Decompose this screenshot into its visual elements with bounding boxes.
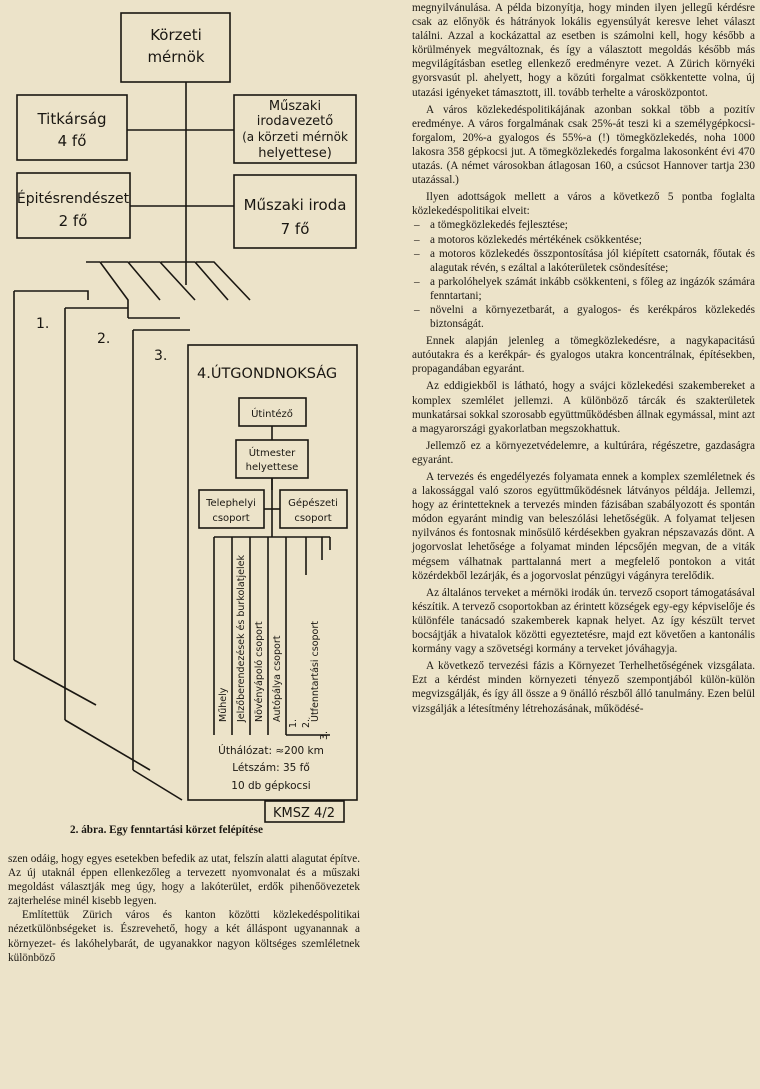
irodavezeto-line-2: irodavezető (257, 114, 333, 129)
utintezo-label: Útintéző (251, 407, 293, 420)
paragraph: A tervezés és engedélyezés folyamata enn… (412, 471, 755, 582)
paragraph: megnyilvánulása. A példa bizonyítja, hog… (412, 2, 755, 99)
titkarsag-label: Titkárság (36, 110, 106, 128)
stat-uthalozat: Úthálózat: ≈200 km (218, 744, 324, 757)
muszaki-iroda-count: 7 fő (281, 220, 310, 238)
page-number-2: 2. (97, 331, 110, 347)
left-column: szen odáig, hogy egyes esetekben befedik… (8, 852, 360, 965)
list-item: a parkolóhelyek számát inkább csökkenten… (412, 275, 755, 303)
paragraph: A következő tervezési fázis a Környezet … (412, 660, 755, 715)
gepeszeti-label-2: csoport (294, 513, 331, 524)
titkarsag-count: 4 fő (58, 132, 87, 150)
paragraph: Ennek alapján jelenleg a tömegközlekedés… (412, 335, 755, 376)
paragraph: Az általános terveket a mérnöki irodák ú… (412, 586, 755, 656)
page-number-1: 1. (36, 316, 49, 332)
vertical-jelzoberendezesek: Jelzőberendezések és burkolatjelek (236, 555, 247, 723)
principles-list: a tömegközlekedés fejlesztése; a motoros… (412, 218, 755, 331)
page-number-3: 3. (154, 348, 167, 364)
utgondnoksag-title: 4.ÚTGONDNOKSÁG (197, 364, 337, 382)
epitesrendeszet-label: Épitésrendészet (17, 190, 130, 207)
left-paragraph: szen odáig, hogy egyes esetekben befedik… (8, 853, 360, 908)
korzeti-mernok-label: Körzeti (150, 26, 202, 44)
subnum-3: 3. (319, 731, 330, 740)
vertical-muhely: Műhely (218, 687, 229, 722)
organization-chart: Körzeti mérnök Titkárság 4 fő Épitésrend… (13, 12, 358, 823)
paragraph: Jellemző ez a környezetvédelemre, a kult… (412, 439, 755, 466)
figure-code: KMSZ 4/2 (273, 806, 335, 821)
stat-letszam: Létszám: 35 fő (232, 762, 310, 774)
gepeszeti-label: Gépészeti (288, 497, 338, 509)
telephelyi-label-2: csoport (212, 513, 249, 524)
vertical-novenyapolo: Növényápoló csoport (254, 621, 265, 722)
figure-caption: 2. ábra. Egy fenntartási körzet felépíté… (70, 824, 263, 836)
left-paragraph: Említettük Zürich város és kanton között… (8, 909, 360, 964)
list-item: a tömegközlekedés fejlesztése; (412, 218, 755, 232)
list-item: a motoros közlekedés összpontosítása jól… (412, 247, 755, 275)
list-item: növelni a környezetbarát, a gyalogos- és… (412, 303, 755, 331)
paragraph: A város közlekedéspolitikájának azonban … (412, 103, 755, 187)
utmester-label: Útmester (249, 446, 296, 459)
muszaki-iroda-label: Műszaki iroda (244, 196, 347, 214)
subnum-1: 1. (288, 719, 299, 728)
korzeti-mernok-label-2: mérnök (147, 48, 204, 66)
irodavezeto-line-4: helyettese) (258, 146, 332, 161)
irodavezeto-line-3: (a körzeti mérnök (242, 130, 348, 144)
paragraph: Ilyen adottságok mellett a város a követ… (412, 191, 755, 218)
utmester-label-2: helyettese (246, 462, 299, 473)
telephelyi-label: Telephelyi (205, 498, 256, 509)
stat-gepkocsi: 10 db gépkocsi (231, 780, 310, 792)
subnum-2: 2. (301, 719, 312, 728)
paragraph: Az eddigiekből is látható, hogy a svájci… (412, 380, 755, 435)
irodavezeto-line-1: Műszaki (269, 99, 321, 114)
right-column: megnyilvánulása. A példa bizonyítja, hog… (412, 1, 755, 716)
vertical-utfenntartasi: Útfenntartási csoport (309, 621, 321, 722)
vertical-autopalya: Autópálya csoport (272, 635, 283, 722)
list-item: a motoros közlekedés mértékének csökkent… (412, 233, 755, 247)
epitesrendeszet-count: 2 fő (59, 212, 88, 230)
